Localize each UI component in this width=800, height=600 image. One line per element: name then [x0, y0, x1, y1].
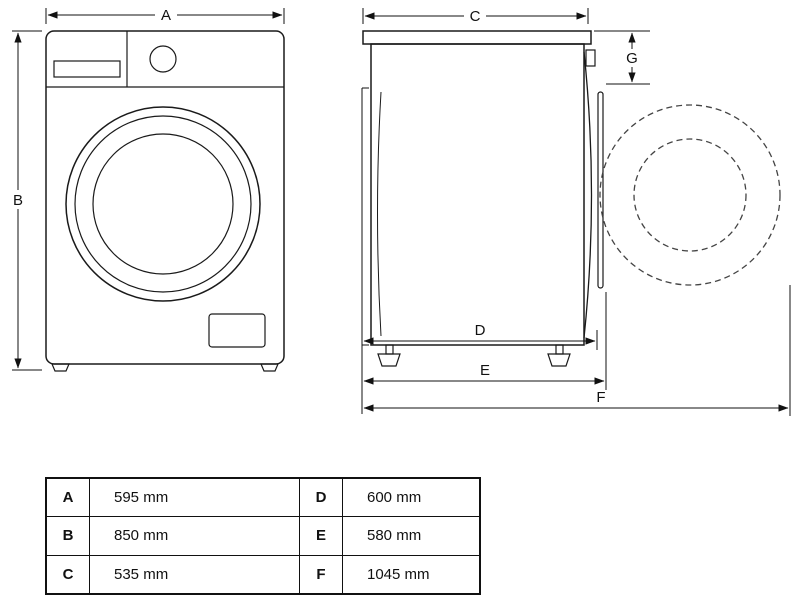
door-swing-outer-circle: [599, 104, 781, 286]
side-left-foot: [377, 353, 401, 367]
dim-b-label-bg: [7, 190, 29, 209]
side-right-foot-bolt: [555, 344, 564, 355]
dim-g-label-bg: [621, 49, 643, 67]
front-left-foot: [51, 363, 70, 372]
door-outer-ring: [65, 106, 261, 302]
dim-key-cell: A: [45, 477, 90, 518]
door-bulge: [583, 51, 593, 339]
dim-a-label-bg: [155, 6, 177, 24]
dim-key-cell: E: [299, 516, 343, 556]
dim-label-c: C: [470, 8, 481, 25]
door-hinge: [585, 49, 596, 67]
table-row: A 595 mm D 600 mm: [45, 477, 481, 518]
dim-key-cell: B: [45, 516, 90, 556]
detergent-drawer: [53, 60, 121, 78]
dimension-labels: A B C G D E F: [7, 6, 643, 406]
rear-panel-seam: [377, 91, 382, 337]
dimension-lines: [12, 8, 791, 416]
dim-label-e: E: [480, 362, 490, 379]
dimensions-table: A 595 mm D 600 mm B 850 mm E 580 mm C 53…: [45, 477, 481, 595]
front-view: [45, 30, 285, 372]
dim-key-cell: F: [299, 554, 343, 595]
dim-label-g: G: [626, 50, 638, 67]
dim-key-cell: C: [45, 554, 90, 595]
filter-panel: [208, 313, 266, 348]
dim-label-b: B: [13, 192, 23, 209]
dim-value-cell: 600 mm: [342, 477, 481, 518]
dim-value-cell: 595 mm: [89, 477, 300, 518]
dim-label-a: A: [161, 7, 171, 24]
side-left-foot-bolt: [385, 344, 394, 355]
door-glass: [92, 133, 234, 275]
dim-value-cell: 535 mm: [89, 554, 300, 595]
dim-value-cell: 1045 mm: [342, 554, 481, 595]
door-middle-ring: [74, 115, 252, 293]
diagram-svg: A B C G D E F: [7, 6, 791, 416]
program-knob: [149, 45, 177, 73]
dim-label-d: D: [475, 322, 486, 339]
door-edge: [597, 91, 604, 289]
door-swing-inner-circle: [633, 138, 747, 252]
table-row: C 535 mm F 1045 mm: [45, 554, 481, 595]
top-lid: [362, 30, 592, 45]
table-row: B 850 mm E 580 mm: [45, 516, 481, 556]
front-body: [45, 30, 285, 365]
door-swing: [599, 104, 781, 286]
dim-value-cell: 580 mm: [342, 516, 481, 556]
side-right-foot: [547, 353, 571, 367]
dim-value-cell: 850 mm: [89, 516, 300, 556]
dim-key-cell: D: [299, 477, 343, 518]
dim-c-label-bg: [464, 7, 486, 25]
dim-label-f: F: [596, 389, 605, 406]
side-view: [362, 30, 604, 367]
spec-table: A 595 mm D 600 mm B 850 mm E 580 mm C 53…: [45, 477, 481, 595]
side-body: [370, 43, 585, 346]
front-right-foot: [260, 363, 279, 372]
dimension-diagram: A B C G D E F: [7, 6, 791, 416]
